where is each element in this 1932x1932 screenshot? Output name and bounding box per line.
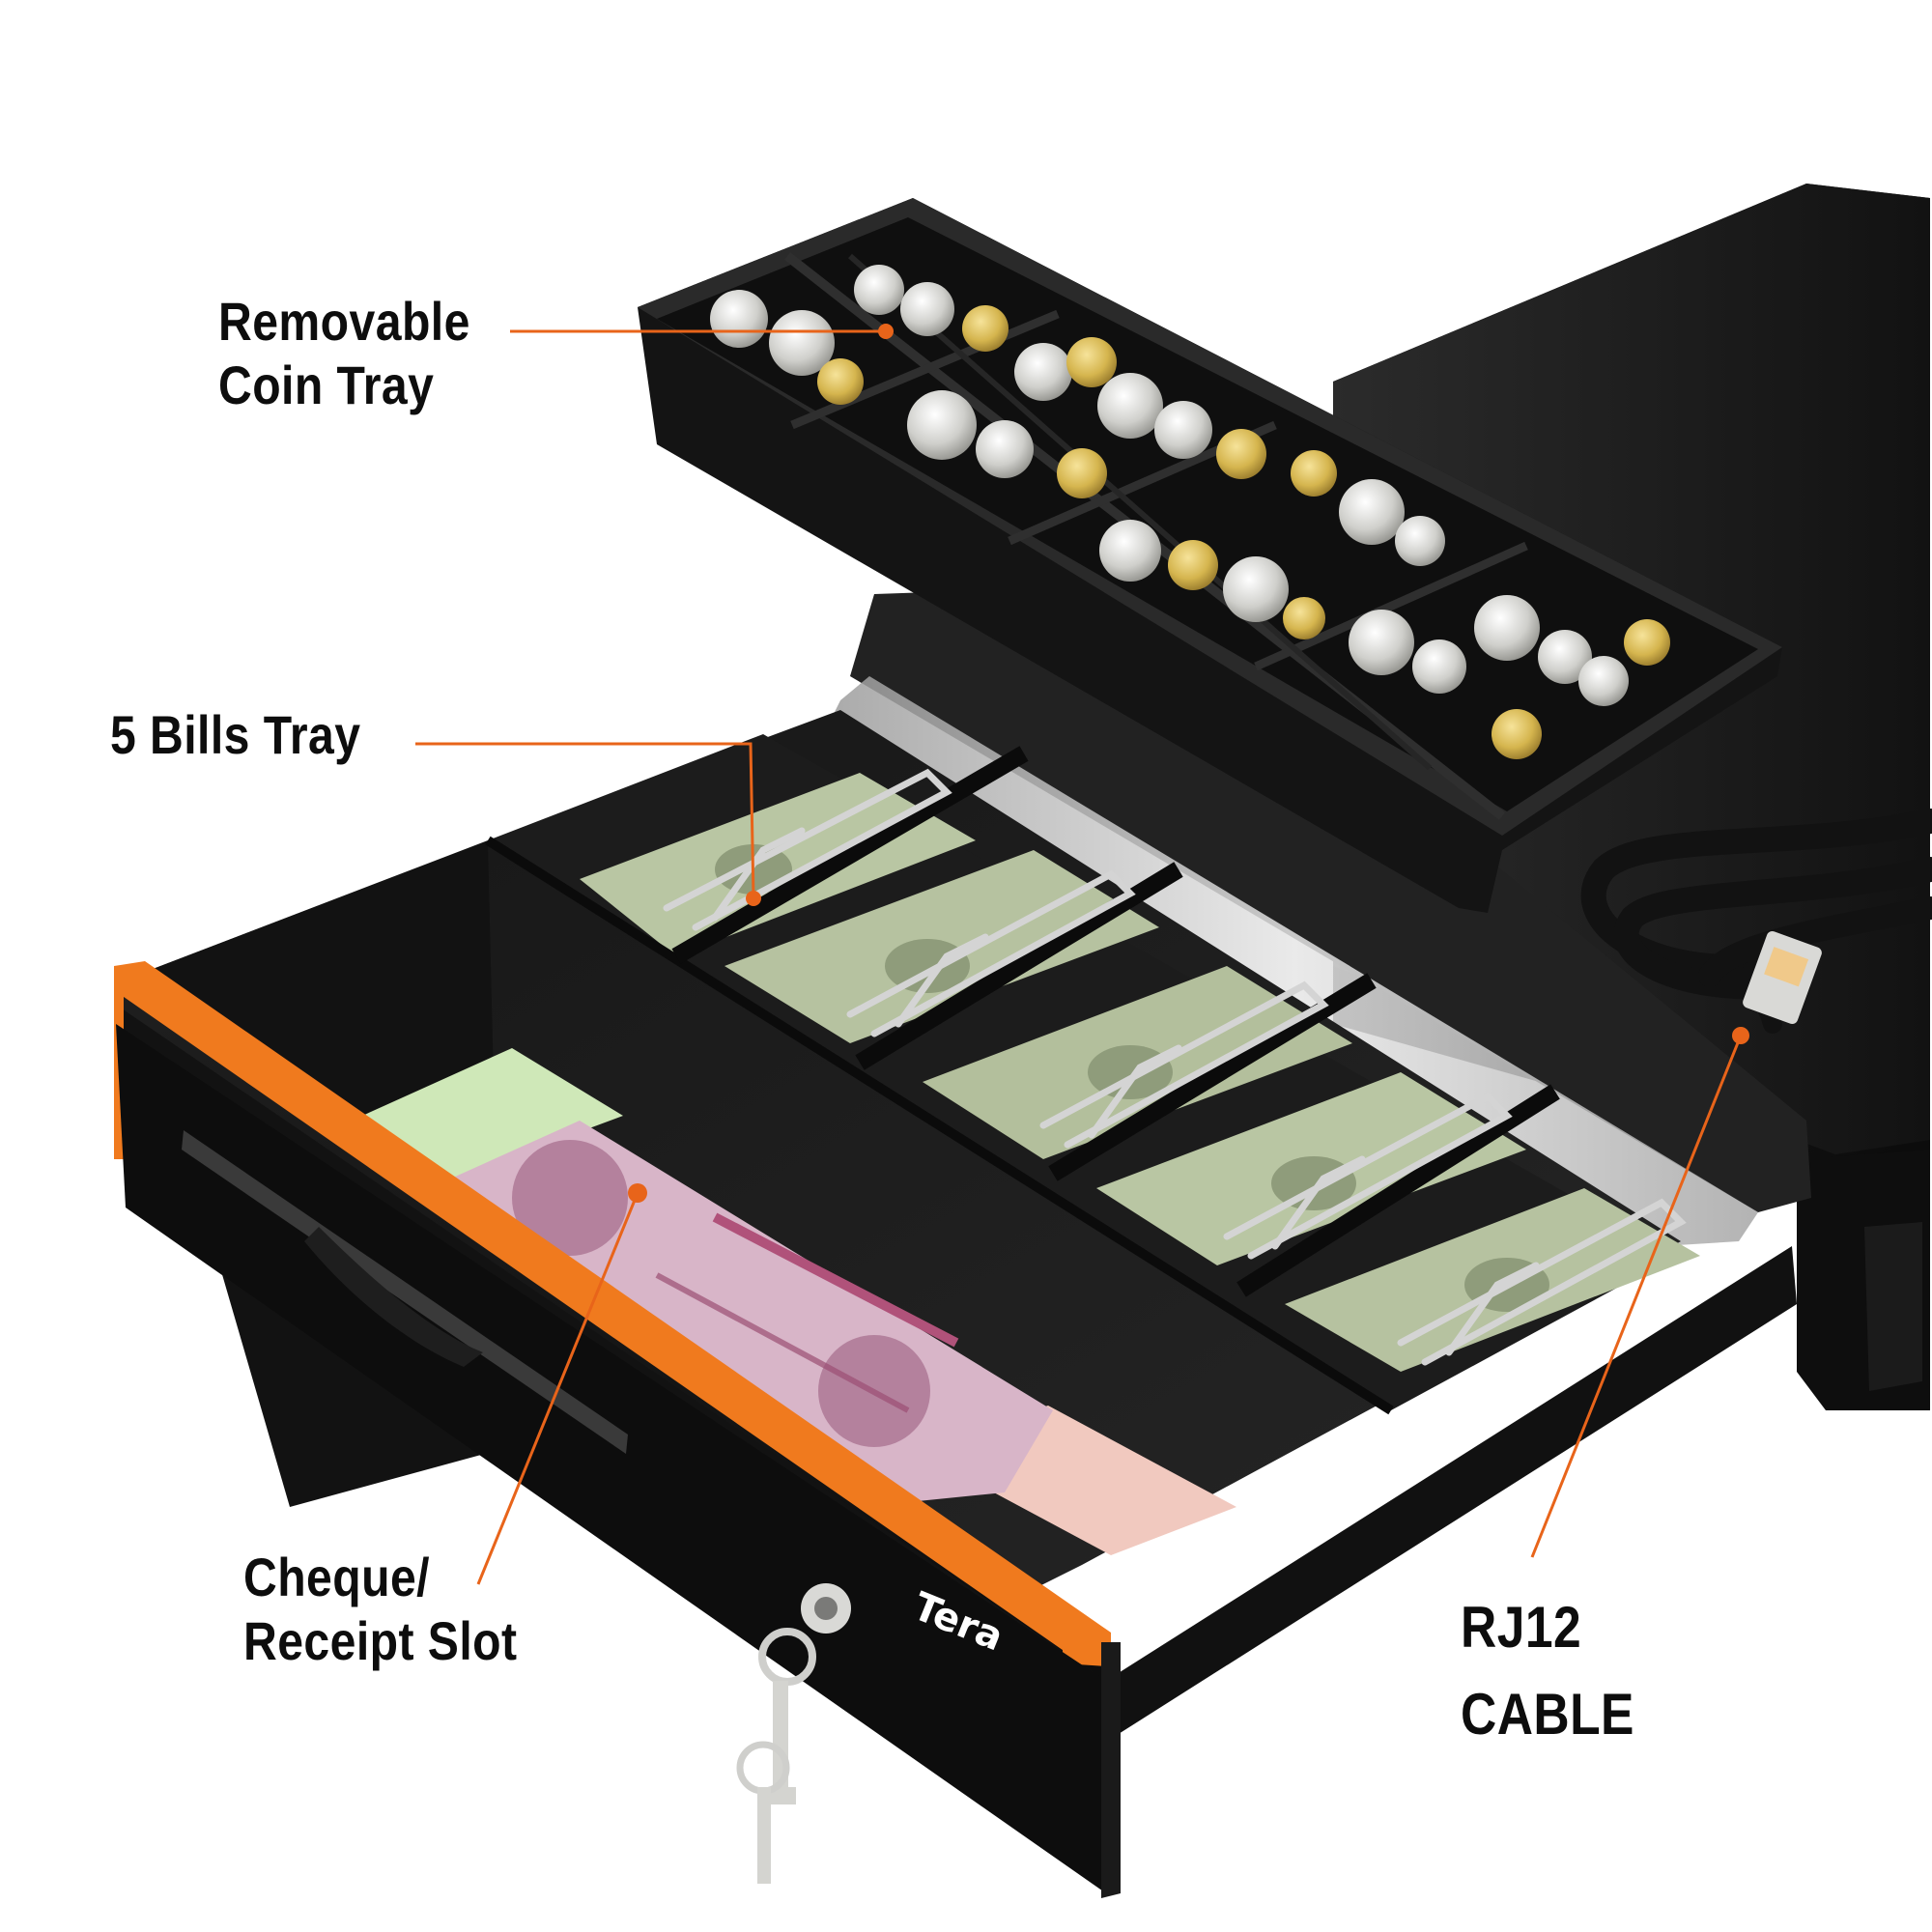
callout-line: Removable [218, 291, 470, 352]
bill-clip-icon [663, 768, 1687, 1366]
leader-lines [415, 324, 1749, 1585]
cheque-stack [362, 1048, 1236, 1555]
lock-key-icon [736, 1583, 851, 1884]
callout-line: Coin Tray [218, 355, 435, 416]
rj12-cable-label: RJ12 CABLE [1461, 1584, 1634, 1758]
removable-coin-tray-label: Removable Coin Tray [218, 290, 470, 417]
callout-line: RJ12 [1461, 1595, 1582, 1660]
receipt-slot-label: Cheque/ Receipt Slot [243, 1546, 517, 1673]
callout-line: Cheque/ [243, 1547, 431, 1607]
callout-line: Receipt Slot [243, 1610, 518, 1672]
rj12-plug-icon [1743, 930, 1822, 1025]
bill-dividers [485, 746, 1560, 1415]
coins [710, 265, 1670, 759]
bills-tray-label: 5 Bills Tray [110, 704, 361, 765]
receipt-slot [182, 1130, 628, 1454]
callout-line: CABLE [1461, 1682, 1634, 1747]
